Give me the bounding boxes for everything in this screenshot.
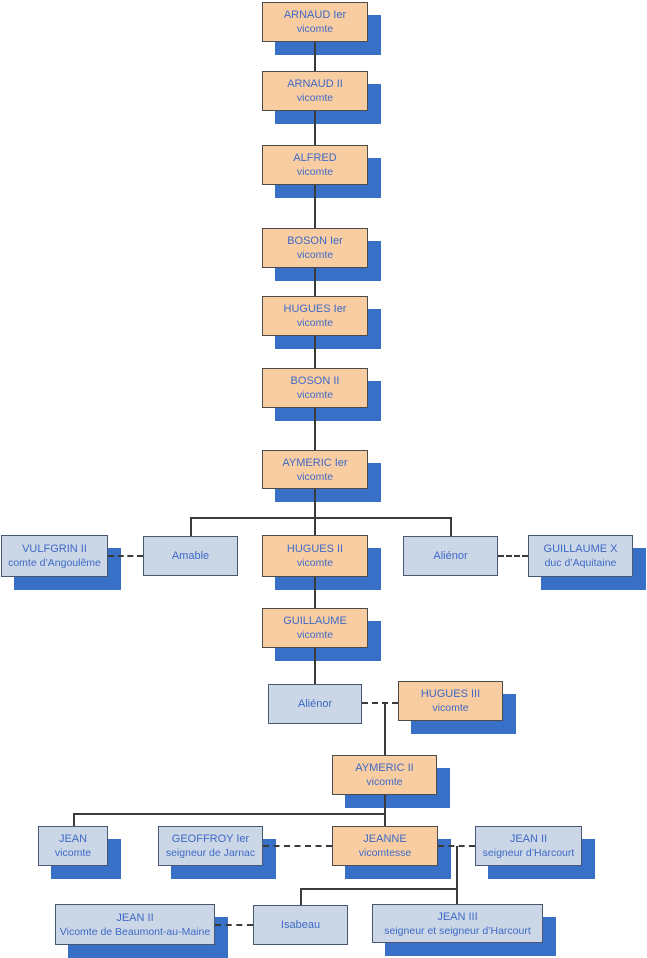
node-name: Aliénor — [433, 550, 468, 562]
node-name: JEANNE — [363, 833, 407, 845]
tree-node-guillaume: GUILLAUME vicomte — [262, 608, 368, 648]
tree-node-alfred: ALFRED vicomte — [262, 145, 368, 185]
node-name: ALFRED — [293, 152, 337, 164]
node-title: vicomte — [296, 166, 334, 178]
node-title: vicomte — [296, 23, 334, 35]
tree-node-boson-1: BOSON Ier vicomte — [262, 228, 368, 268]
marriage-dashed-line — [438, 845, 475, 847]
tree-node-aymeric-2: AYMERIC II vicomte — [332, 755, 437, 795]
node-title: comte d’Angoulême — [8, 557, 101, 569]
connector-line — [456, 888, 458, 904]
connector-line — [314, 111, 316, 145]
connector-line — [314, 42, 316, 71]
tree-node-geoffroy-1: GEOFFROY Ier seigneur de Jarnac — [158, 826, 263, 866]
marriage-dashed-line — [215, 924, 253, 926]
marriage-dashed-line — [362, 702, 398, 704]
node-name: HUGUES II — [286, 543, 344, 555]
node-name: Amable — [171, 550, 210, 562]
node-title: vicomte — [296, 470, 334, 483]
tree-node-isabeau: Isabeau — [253, 905, 348, 945]
node-name: GEOFFROY Ier — [171, 833, 250, 845]
connector-line — [300, 888, 457, 890]
tree-node-guillaume-x: GUILLAUME X duc d’Aquitaine — [528, 535, 633, 577]
tree-node-arnaud-2: ARNAUD II vicomte — [262, 71, 368, 111]
tree-node-jeanne: JEANNE vicomtesse — [332, 826, 438, 866]
connector-line — [384, 813, 386, 826]
connector-line — [450, 517, 452, 536]
node-name: AYMERIC II — [355, 762, 414, 774]
connector-line — [384, 795, 386, 814]
connector-line — [314, 517, 316, 535]
marriage-dashed-line — [263, 845, 332, 847]
node-title: vicomte — [296, 92, 334, 104]
node-name: ARNAUD Ier — [283, 9, 347, 21]
node-title: vicomte — [296, 557, 334, 569]
connector-line — [384, 703, 386, 755]
node-name: BOSON Ier — [287, 235, 343, 247]
tree-node-hugues-2: HUGUES II vicomte — [262, 535, 368, 577]
node-title: Vicomte de Beaumont-au-Maine — [59, 925, 211, 938]
marriage-dashed-line — [108, 555, 143, 557]
tree-node-boson-2: BOSON II vicomte — [262, 368, 368, 408]
marriage-dashed-line — [498, 555, 528, 557]
connector-line — [190, 517, 450, 519]
node-title: vicomte — [54, 847, 92, 859]
node-name: JEAN II — [509, 833, 548, 845]
node-title: seigneur de Jarnac — [165, 847, 256, 859]
node-name: JEAN II — [116, 911, 154, 924]
connector-line — [314, 577, 316, 608]
node-title: vicomte — [432, 702, 469, 714]
node-title: vicomte — [296, 317, 334, 329]
connector-line — [190, 517, 192, 536]
tree-node-hugues-1: HUGUES Ier vicomte — [262, 296, 368, 336]
tree-node-alienor-2: Aliénor — [268, 684, 362, 724]
connector-line — [300, 888, 302, 905]
connector-line — [314, 336, 316, 368]
node-title: vicomte — [366, 776, 403, 788]
connector-line — [314, 648, 316, 684]
node-name: HUGUES Ier — [283, 303, 347, 315]
node-name: Isabeau — [280, 919, 321, 931]
node-name: VULFGRIN II — [22, 543, 87, 555]
node-name: HUGUES III — [420, 688, 481, 700]
node-title: seigneur d’Harcourt — [482, 847, 575, 859]
node-name: JEAN III — [437, 910, 478, 923]
tree-node-vulfgrin-2: VULFGRIN II comte d’Angoulême — [1, 535, 108, 577]
connector-line — [314, 268, 316, 296]
tree-node-alienor-1: Aliénor — [403, 536, 498, 576]
connector-line — [456, 846, 458, 889]
node-name: GUILLAUME X — [543, 543, 618, 555]
node-name: ARNAUD II — [287, 78, 343, 90]
connector-line — [314, 489, 316, 518]
connector-line — [73, 813, 75, 826]
node-name: BOSON II — [290, 375, 340, 387]
node-title: seigneur et seigneur d’Harcourt — [384, 924, 531, 937]
tree-node-arnaud-1: ARNAUD Ier vicomte — [262, 2, 368, 42]
tree-node-amable: Amable — [143, 536, 238, 576]
tree-node-jean: JEAN vicomte — [38, 826, 108, 866]
node-name: GUILLAUME — [283, 615, 347, 627]
connector-line — [314, 408, 316, 450]
node-title: duc d’Aquitaine — [544, 557, 617, 569]
tree-node-jean-2-harcourt: JEAN II seigneur d’Harcourt — [475, 826, 582, 866]
node-title: vicomte — [296, 389, 334, 401]
node-name: Aliénor — [297, 698, 333, 710]
tree-node-hugues-3: HUGUES III vicomte — [398, 681, 503, 721]
node-title: vicomtesse — [358, 847, 412, 859]
node-name: JEAN — [58, 833, 88, 845]
connector-line — [73, 813, 385, 815]
connector-line — [314, 185, 316, 228]
node-name: AYMERIC Ier — [282, 456, 348, 469]
node-title: vicomte — [296, 249, 334, 261]
node-title: vicomte — [296, 629, 334, 641]
